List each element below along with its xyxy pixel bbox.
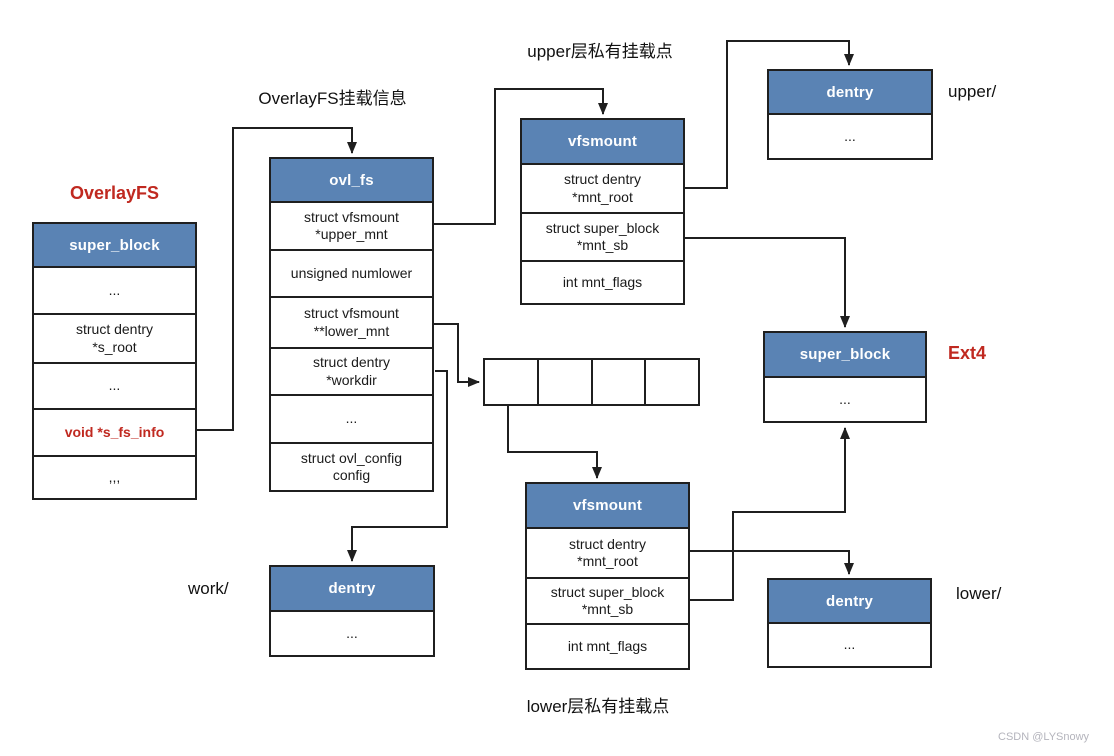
field-ovl-config: struct ovl_config config xyxy=(271,442,432,490)
ovl-fs-title: ovl_fs xyxy=(271,159,432,201)
lower-mnt-array xyxy=(483,358,700,406)
field-ellipsis: ... xyxy=(765,376,925,421)
array-cell xyxy=(485,360,537,404)
array-cell xyxy=(590,360,645,404)
field-ellipsis: ... xyxy=(769,113,931,158)
arrow-lower-mntsb-to-ext4 xyxy=(690,427,850,601)
field-ellipsis: ... xyxy=(769,622,930,666)
overlayfs-superblock-title: super_block xyxy=(34,224,195,266)
field-ellipsis: ... xyxy=(34,266,195,313)
overlayfs-superblock-box: super_block ... struct dentry *s_root ..… xyxy=(32,222,197,500)
field-ellipsis: ... xyxy=(271,610,433,655)
lower-dentry-box: dentry ... xyxy=(767,578,932,668)
label-work-dir: work/ xyxy=(188,579,229,598)
label-upper-dir: upper/ xyxy=(948,82,997,101)
lower-dentry-title: dentry xyxy=(769,580,930,622)
field-mnt-sb: struct super_block *mnt_sb xyxy=(527,577,688,623)
label-ext4-title: Ext4 xyxy=(948,343,987,363)
watermark: CSDN @LYSnowy xyxy=(998,731,1090,743)
field-numlower: unsigned numlower xyxy=(271,249,432,296)
ext4-superblock-box: super_block ... xyxy=(763,331,927,423)
label-lower-mount-point: lower层私有挂载点 xyxy=(526,697,670,716)
field-upper-mnt: struct vfsmount *upper_mnt xyxy=(271,201,432,249)
field-mnt-sb: struct super_block *mnt_sb xyxy=(522,212,683,260)
label-upper-mount-point: upper层私有挂载点 xyxy=(527,42,673,61)
upper-dentry-box: dentry ... xyxy=(767,69,933,160)
lower-vfsmount-title: vfsmount xyxy=(527,484,688,527)
upper-dentry-title: dentry xyxy=(769,71,931,113)
ext4-superblock-title: super_block xyxy=(765,333,925,376)
arrow-array-to-lower-vfsmount xyxy=(507,406,602,479)
array-cell xyxy=(644,360,698,404)
field-mnt-flags: int mnt_flags xyxy=(522,260,683,303)
arrow-mntroot-to-lower-dentry xyxy=(690,550,854,575)
label-lower-dir: lower/ xyxy=(956,584,1002,603)
array-cell xyxy=(536,360,591,404)
field-mnt-flags: int mnt_flags xyxy=(527,623,688,668)
field-lower-mnt: struct vfsmount **lower_mnt xyxy=(271,296,432,347)
label-overlayfs-title: OverlayFS xyxy=(69,183,160,203)
ovl-fs-box: ovl_fs struct vfsmount *upper_mnt unsign… xyxy=(269,157,434,492)
work-dentry-title: dentry xyxy=(271,567,433,610)
upper-vfsmount-box: vfsmount struct dentry *mnt_root struct … xyxy=(520,118,685,305)
upper-vfsmount-title: vfsmount xyxy=(522,120,683,163)
lower-vfsmount-box: vfsmount struct dentry *mnt_root struct … xyxy=(525,482,690,670)
field-ellipsis: ... xyxy=(271,394,432,442)
arrow-mntsb-to-ext4 xyxy=(685,237,850,328)
field-workdir: struct dentry *workdir xyxy=(271,347,432,394)
arrow-lowermnt-to-array xyxy=(434,323,480,387)
field-commas: ,,, xyxy=(34,455,195,498)
work-dentry-box: dentry ... xyxy=(269,565,435,657)
field-mnt-root: struct dentry *mnt_root xyxy=(522,163,683,212)
field-s-fs-info: void *s_fs_info xyxy=(34,408,195,455)
label-overlayfs-mount-info: OverlayFS挂载信息 xyxy=(258,89,407,108)
field-mnt-root: struct dentry *mnt_root xyxy=(527,527,688,577)
field-s-root: struct dentry *s_root xyxy=(34,313,195,362)
field-ellipsis: ... xyxy=(34,362,195,408)
